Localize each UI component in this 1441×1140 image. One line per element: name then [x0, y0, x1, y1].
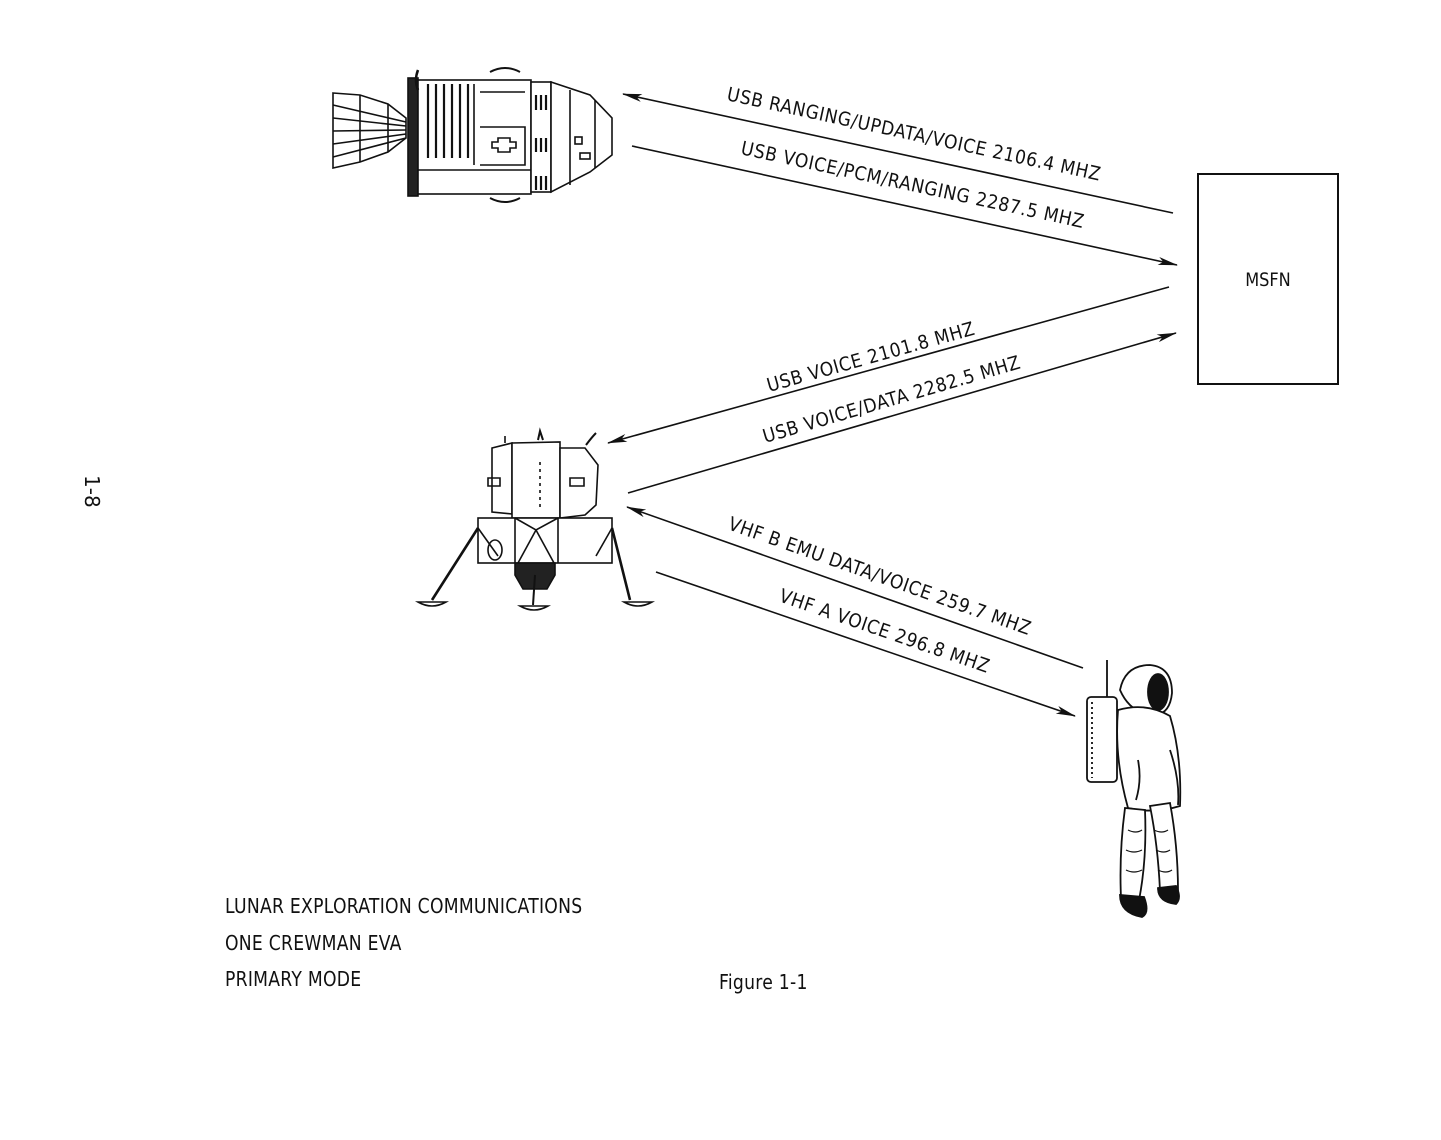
lm-illustration — [414, 427, 656, 611]
caption-line-1: LUNAR EXPLORATION COMMUNICATIONS — [225, 894, 583, 918]
lm-uplink-arrow — [607, 286, 1170, 444]
msfn-node: MSFN — [1197, 173, 1339, 385]
caption-line-3: PRIMARY MODE — [225, 967, 362, 991]
lm-downlink-arrow — [627, 332, 1177, 494]
vhf-b-arrow — [626, 506, 1084, 669]
msfn-label: MSFN — [1245, 269, 1291, 291]
csm-uplink-arrow — [622, 93, 1174, 214]
csm-downlink-arrow — [631, 145, 1178, 266]
figure-number: Figure 1-1 — [719, 970, 808, 994]
eva-crewman-illustration — [1086, 660, 1182, 918]
vhf-a-arrow — [655, 571, 1076, 717]
csm-illustration — [332, 67, 613, 203]
caption-line-2: ONE CREWMAN EVA — [225, 931, 402, 955]
csm-uplink-label: USB RANGING/UPDATA/VOICE 2106.4 MHZ — [725, 83, 1103, 185]
